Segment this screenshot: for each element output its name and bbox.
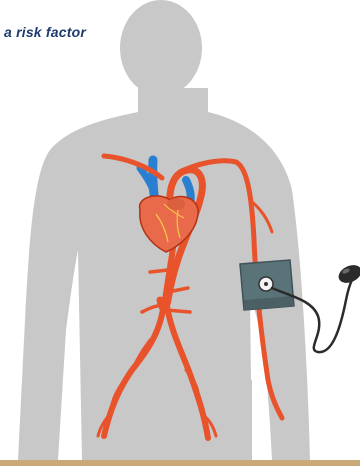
- inflation-bulb-icon: [336, 262, 360, 287]
- branch-left-1: [150, 270, 168, 272]
- floor-line: [0, 460, 360, 466]
- bulb-body: [336, 262, 360, 287]
- gauge-center: [264, 282, 268, 286]
- head: [120, 0, 202, 96]
- heart-atrium: [167, 198, 185, 210]
- pressure-gauge-icon: [259, 277, 273, 291]
- caption: a risk factor: [4, 24, 86, 40]
